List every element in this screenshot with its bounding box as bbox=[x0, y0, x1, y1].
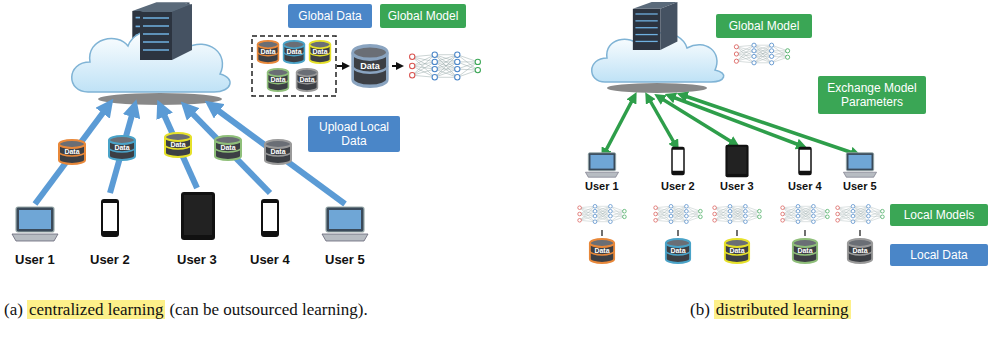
highlighted-caption: distributed learning bbox=[714, 300, 851, 319]
data-cylinder: Data bbox=[791, 238, 819, 264]
data-cylinder: Data bbox=[256, 40, 280, 64]
label-box: Upload Local Data bbox=[308, 116, 400, 152]
data-cylinder: Data bbox=[295, 68, 319, 92]
user-label: User 3 bbox=[177, 252, 217, 267]
data-cylinder: Data bbox=[664, 238, 692, 264]
node-text: Data bbox=[729, 247, 744, 255]
node-text: Global Data bbox=[298, 9, 361, 23]
node-text: Local Data bbox=[910, 248, 967, 262]
node-text: Global Model bbox=[388, 9, 459, 23]
node-text: Data bbox=[312, 48, 327, 56]
data-cylinder: Data bbox=[57, 139, 87, 165]
data-cylinder: Data bbox=[308, 40, 332, 64]
node-text: Data bbox=[170, 141, 185, 149]
node-text: Data bbox=[270, 76, 285, 84]
label-box: Local Models bbox=[890, 204, 988, 226]
node-text: Data bbox=[286, 48, 301, 56]
node-text: Data bbox=[852, 247, 867, 255]
data-cylinder: Data bbox=[263, 139, 293, 165]
data-cylinder: Data bbox=[107, 135, 137, 161]
node-text: Data bbox=[64, 148, 79, 156]
data-cylinder: Data bbox=[282, 40, 306, 64]
node-text: Global Model bbox=[729, 19, 800, 33]
user-label: User 4 bbox=[788, 180, 822, 192]
node-text: Data bbox=[797, 247, 812, 255]
data-cylinder: Data bbox=[846, 238, 874, 264]
data-cylinder: Data bbox=[266, 68, 290, 92]
caption-line: (b)distributed learning bbox=[690, 300, 855, 320]
data-cylinder: Data bbox=[350, 44, 390, 88]
node-text: Data bbox=[260, 48, 275, 56]
data-cylinder: Data bbox=[163, 132, 193, 158]
caption-text: (a) bbox=[4, 300, 23, 319]
label-box: Local Data bbox=[890, 244, 988, 266]
label-box: Global Model bbox=[380, 4, 466, 28]
node-text: Local Models bbox=[904, 208, 975, 222]
user-label: User 1 bbox=[15, 252, 55, 267]
user-label: User 1 bbox=[585, 180, 619, 192]
node-text: Exchange Model Parameters bbox=[824, 81, 920, 109]
data-cylinder: Data bbox=[213, 135, 243, 161]
node-text: Data bbox=[299, 76, 314, 84]
node-text: Data bbox=[670, 247, 685, 255]
data-cylinder: Data bbox=[588, 238, 616, 264]
highlighted-caption: centralized learning bbox=[27, 300, 166, 319]
caption-text: (can be outsourced learning). bbox=[169, 300, 367, 319]
caption-text: (b) bbox=[690, 300, 710, 319]
label-box: Global Model bbox=[716, 14, 812, 38]
user-label: User 5 bbox=[843, 180, 877, 192]
node-text: Data bbox=[594, 247, 609, 255]
node-text: Data bbox=[270, 148, 285, 156]
label-box: Global Data bbox=[288, 4, 372, 28]
node-text: Data bbox=[220, 144, 235, 152]
user-label: User 3 bbox=[720, 180, 754, 192]
data-cylinder: Data bbox=[723, 238, 751, 264]
user-label: User 4 bbox=[250, 252, 290, 267]
caption-line: (a)centralized learning(can be outsource… bbox=[4, 300, 368, 320]
node-text: Data bbox=[360, 62, 380, 70]
user-label: User 2 bbox=[90, 252, 130, 267]
user-label: User 5 bbox=[325, 252, 365, 267]
label-box: Exchange Model Parameters bbox=[818, 76, 926, 114]
node-text: Data bbox=[114, 144, 129, 152]
node-text: Upload Local Data bbox=[314, 120, 394, 148]
user-label: User 2 bbox=[661, 180, 695, 192]
